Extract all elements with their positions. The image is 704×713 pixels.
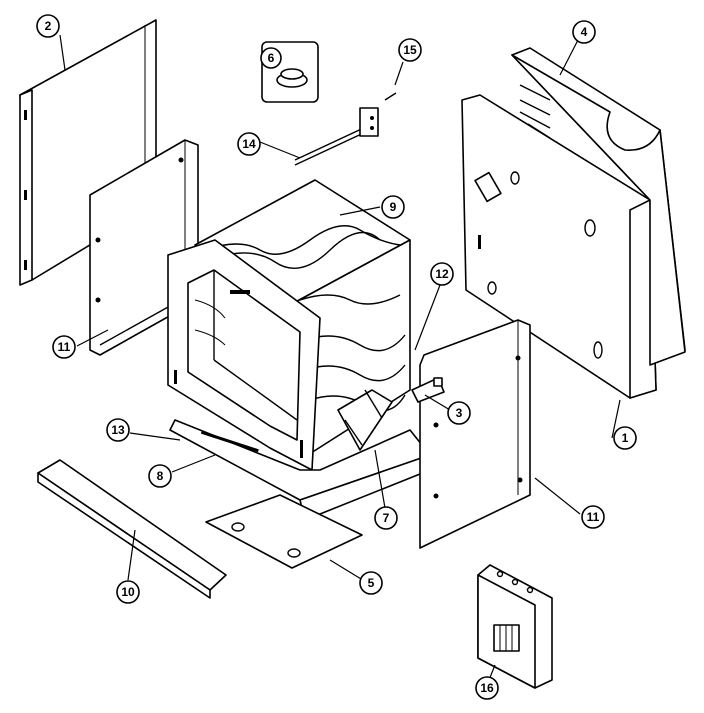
callout-11-left: 11 <box>52 335 76 359</box>
oven-cavity <box>167 179 411 471</box>
callout-11-right-label: 11 <box>587 510 600 524</box>
callout-16-label: 16 <box>480 681 494 695</box>
callout-4: 4 <box>572 20 596 44</box>
callout-9-label: 9 <box>390 200 397 214</box>
right-inner-side-panel <box>419 319 531 549</box>
callout-13: 13 <box>106 418 130 442</box>
callout-8-label: 8 <box>157 469 164 483</box>
callout-6-label: 6 <box>268 51 275 65</box>
front-trim-bar <box>37 459 227 599</box>
callout-5: 5 <box>359 571 383 595</box>
callout-10-label: 10 <box>121 585 135 599</box>
element-bracket <box>337 389 393 451</box>
callout-15: 15 <box>398 38 422 62</box>
bottom-frame <box>169 419 431 521</box>
callout-11-left-label: 11 <box>58 340 71 354</box>
callout-10: 10 <box>116 580 140 604</box>
callout-11-right: 11 <box>581 505 605 529</box>
bottom-plate <box>205 494 363 569</box>
element-terminal <box>294 92 397 166</box>
callout-4-label: 4 <box>581 25 588 39</box>
callout-6: 6 <box>260 47 282 69</box>
callout-2-label: 2 <box>45 19 52 33</box>
callout-1-label: 1 <box>622 431 629 445</box>
callout-2: 2 <box>36 14 60 38</box>
callout-16: 16 <box>475 676 499 700</box>
callout-12-label: 12 <box>435 267 449 281</box>
callout-3-label: 3 <box>456 406 463 420</box>
callout-5-label: 5 <box>368 576 375 590</box>
terminal-box <box>477 564 553 689</box>
callout-8: 8 <box>148 464 172 488</box>
right-insulation-panel <box>511 47 686 366</box>
callout-15-label: 15 <box>403 43 417 57</box>
mounting-bracket <box>411 377 445 403</box>
callout-9: 9 <box>381 195 405 219</box>
callout-7-label: 7 <box>383 511 390 525</box>
leader-lines <box>59 34 621 686</box>
callout-14: 14 <box>237 132 261 156</box>
callout-13-label: 13 <box>111 423 125 437</box>
callout-1: 1 <box>613 426 637 450</box>
callout-12: 12 <box>430 262 454 286</box>
callout-3: 3 <box>447 401 471 425</box>
callout-7: 7 <box>374 506 398 530</box>
callout-14-label: 14 <box>242 137 256 151</box>
